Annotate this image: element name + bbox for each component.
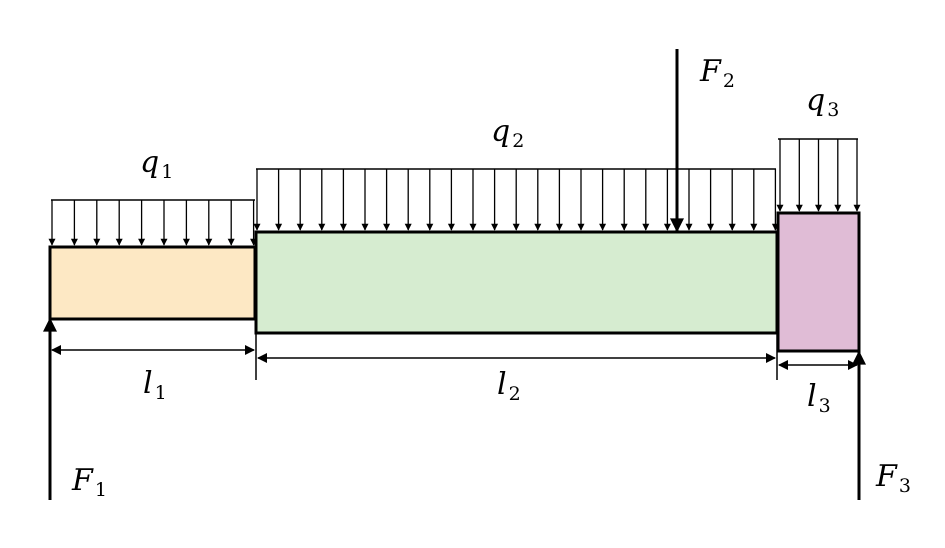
dimension-extension-lines [255,333,778,380]
beam-segment-1 [48,245,257,321]
distributed-load-q3 [776,138,861,212]
distributed-load-q1 [48,199,258,246]
beam-segment-3 [776,211,861,353]
distributed-load-q2 [253,168,779,231]
beam-segment-2 [254,230,779,335]
